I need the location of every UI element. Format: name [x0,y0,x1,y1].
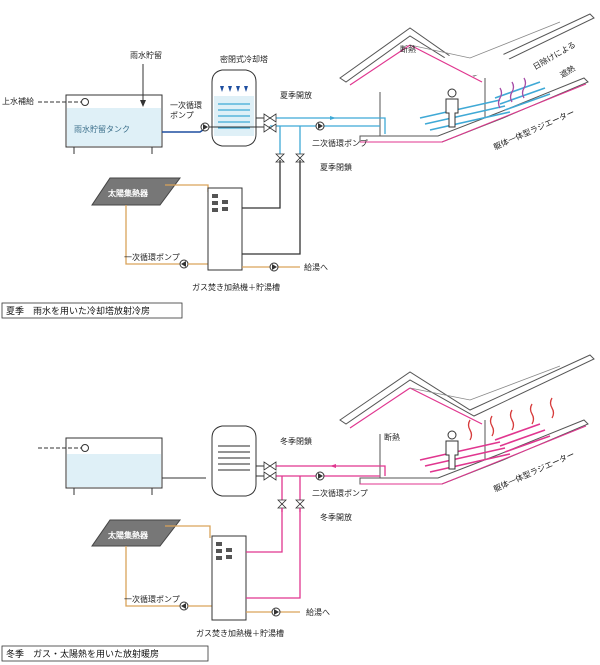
summer-gas-heater [207,187,243,271]
label-heater: ガス焚き加熱機＋貯湯槽 [192,282,280,292]
summer-solar-collector [91,177,181,206]
heat-rise-arrows [467,397,555,441]
label-insulation: 断熱 [400,44,416,54]
label-winter-insulation: 断熱 [384,432,400,442]
winter-gas-heater [211,535,247,621]
label-primary-pump-line2: ポンプ [170,111,194,120]
label-winter-secondary-pump: 二次循環ポンプ [312,488,368,498]
label-winter-open: 冬季開放 [320,512,352,522]
summer-panel: 雨水貯留 上水補給 雨水貯留タンク 密閉式冷却塔 一次循環 ポンプ 夏季開放 二… [1,13,595,319]
winter-caption-box [1,645,209,662]
winter-secondary-pump [315,471,325,481]
summer-secondary-pump [315,121,325,131]
winter-cooling-tower [211,425,272,497]
label-primary-pump-line1: 一次循環 [170,100,202,110]
person-icon [445,88,459,128]
label-primary-pump2: 一次循環ポンプ [124,252,180,262]
winter-pipe-arrows [330,464,336,468]
label-winter-closed: 冬季閉鎖 [280,436,312,446]
winter-tank [65,437,163,495]
winter-solar-collector [91,519,182,547]
winter-radiator-coils [419,423,551,473]
shading-heat-arrows [497,77,527,109]
label-cooling-tower: 密閉式冷却塔 [220,54,268,64]
summer-valves [263,113,305,163]
summer-pipe-arrows [330,116,336,120]
winter-panel: 冬季閉鎖 二次循環ポンプ 冬季開放 太陽集熱器 一次循環ポンプ 給湯へ ガス焚き… [1,354,595,662]
winter-caption: 冬季 ガス・太陽熱を用いた放射暖房 [6,648,159,660]
label-winter-solar-collector: 太陽集熱器 [107,530,149,540]
label-winter-hot-water-out: 給湯へ [306,607,330,617]
label-rain-storage: 雨水貯留 [130,50,162,60]
summer-house [339,13,595,143]
label-summer-closed: 夏季閉鎖 [320,162,352,172]
label-winter-primary-pump: 一次循環ポンプ [124,594,180,604]
label-hot-water-out: 給湯へ [304,262,328,272]
label-secondary-pump: 二次循環ポンプ [312,138,368,148]
summer-caption: 夏季 雨水を用いた冷却塔放射冷房 [6,305,150,317]
person-icon [445,430,459,470]
summer-caption-box [1,302,183,319]
label-solar-collector: 太陽集熱器 [107,188,149,198]
winter-valves [263,461,305,509]
label-tank: 雨水貯留タンク [74,124,130,134]
label-winter-heater: ガス焚き加熱機＋貯湯槽 [196,628,284,638]
label-summer-open: 夏季開放 [280,90,312,100]
winter-house [339,354,595,485]
label-water-supply: 上水補給 [2,96,34,106]
summer-radiator-coils [419,81,551,131]
label-shading-line2: 遮熱 [558,63,577,80]
cooling-tower [200,69,270,147]
rain-storage-tank [65,94,163,154]
